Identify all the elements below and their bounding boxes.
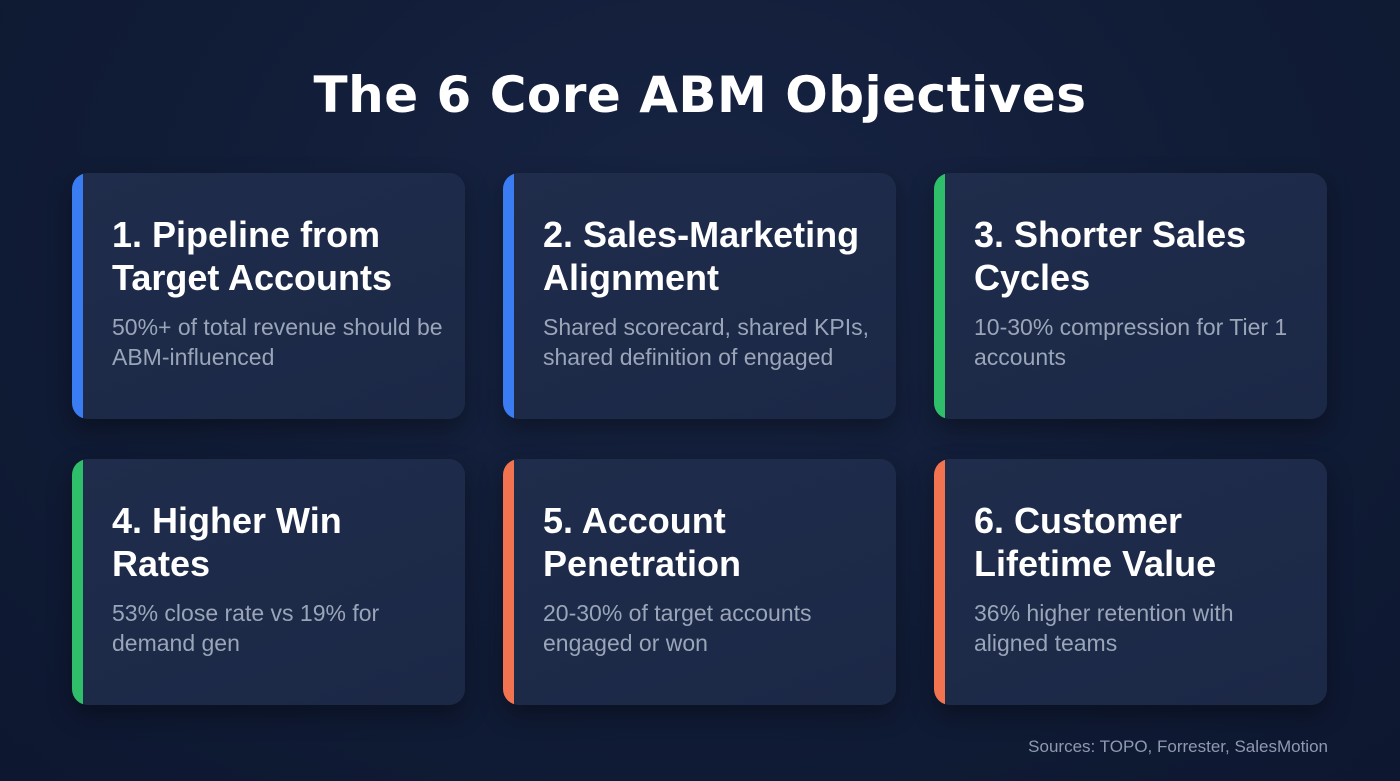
accent-bar	[503, 173, 514, 419]
accent-bar	[503, 459, 514, 705]
card-description: 53% close rate vs 19% for demand gen	[112, 600, 380, 656]
accent-bar	[72, 173, 83, 419]
objective-card-5: 5. Account Penetration 20-30% of target …	[503, 459, 896, 705]
objective-card-6: 6. Customer Lifetime Value 36% higher re…	[934, 459, 1327, 705]
card-description: 20-30% of target accounts engaged or won	[543, 600, 812, 656]
accent-bar	[934, 459, 945, 705]
objective-card-1: 1. Pipeline from Target Accounts 50%+ of…	[72, 173, 465, 419]
accent-bar	[934, 173, 945, 419]
card-description: 36% higher retention with aligned teams	[974, 600, 1234, 656]
objective-card-2: 2. Sales-Marketing Alignment Shared scor…	[503, 173, 896, 419]
card-description: 50%+ of total revenue should be ABM-infl…	[112, 314, 443, 370]
card-heading: 5. Account Penetration	[543, 500, 742, 584]
objective-card-4: 4. Higher Win Rates 53% close rate vs 19…	[72, 459, 465, 705]
card-description: Shared scorecard, shared KPIs, shared de…	[543, 314, 869, 370]
card-heading: 3. Shorter Sales Cycles	[974, 214, 1247, 298]
objective-card-3: 3. Shorter Sales Cycles 10-30% compressi…	[934, 173, 1327, 419]
page-title: The 6 Core ABM Objectives	[313, 66, 1087, 124]
sources-footnote: Sources: TOPO, Forrester, SalesMotion	[1028, 737, 1328, 756]
card-heading: 6. Customer Lifetime Value	[974, 500, 1217, 584]
card-heading: 2. Sales-Marketing Alignment	[543, 214, 860, 298]
card-heading: 1. Pipeline from Target Accounts	[112, 214, 393, 298]
accent-bar	[72, 459, 83, 705]
card-heading: 4. Higher Win Rates	[112, 500, 342, 584]
card-description: 10-30% compression for Tier 1 accounts	[974, 314, 1288, 370]
